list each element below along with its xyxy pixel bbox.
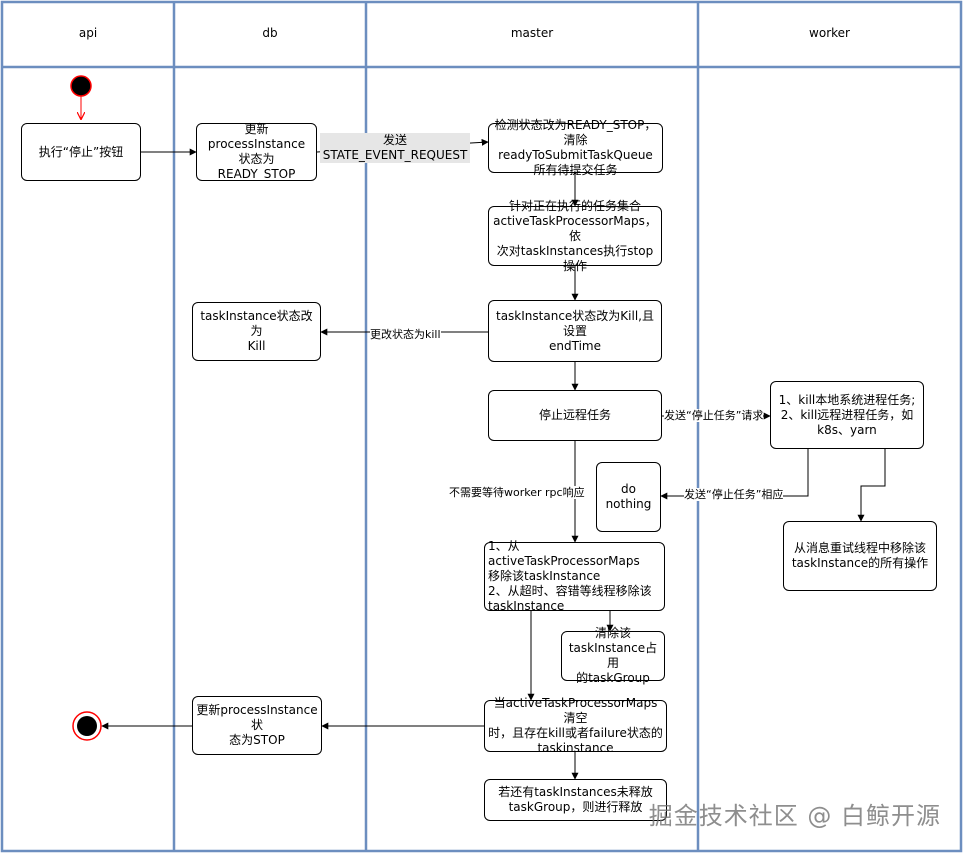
edge-label-change-kill: 更改状态为kill xyxy=(370,328,441,341)
edge-worker-to-retry xyxy=(857,449,886,522)
lane-title-api: api xyxy=(78,26,98,40)
watermark: 掘金技术社区 @ 白鲸开源 xyxy=(648,802,941,830)
lane-title-master: master xyxy=(510,26,554,40)
node-remove-retry-text: 从消息重试线程中移除该 taskInstance的所有操作 xyxy=(791,541,929,570)
node-click-stop: 执行“停止”按钮 xyxy=(21,123,141,181)
node-for-active-tasks: 针对正在执行的任务集合 activeTaskProcessorMaps，依 次对… xyxy=(488,199,662,273)
node-for-active-tasks-text: 针对正在执行的任务集合 activeTaskProcessorMaps，依 次对… xyxy=(493,198,657,273)
node-stop-remote: 停止远程任务 xyxy=(488,390,662,441)
node-detect-ready-stop-text: 检测状态改为READY_STOP， 清除readyToSubmitTaskQue… xyxy=(494,118,657,177)
node-click-stop-text: 执行“停止”按钮 xyxy=(38,144,124,159)
node-update-process-ready-stop-text: 更新processInstance 状态为READY_STOP xyxy=(207,122,306,181)
node-update-process-ready-stop: 更新processInstance 状态为READY_STOP xyxy=(196,122,317,181)
node-clear-taskgroup: 清除该 taskInstance占用 的taskGroup xyxy=(561,626,665,685)
node-db-task-kill-text: taskInstance状态改为 Kill xyxy=(200,309,313,353)
node-remove-retry: 从消息重试线程中移除该 taskInstance的所有操作 xyxy=(783,521,937,591)
node-clear-taskgroup-text: 清除该 taskInstance占用 的taskGroup xyxy=(568,626,658,685)
node-maps-empty-text: 当activeTaskProcessorMaps清空 时，且存在kill或者fa… xyxy=(488,696,663,755)
node-update-process-stop: 更新processInstance状 态为STOP xyxy=(192,696,322,755)
node-stop-remote-text: 停止远程任务 xyxy=(538,408,611,422)
lane-title-worker: worker xyxy=(809,26,850,40)
node-remove-maps-text: 1、从activeTaskProcessorMaps 移除该taskInstan… xyxy=(488,539,652,613)
edge-label-no-wait: 不需要等待worker rpc响应 xyxy=(449,486,585,499)
node-db-task-kill: taskInstance状态改为 Kill xyxy=(192,302,321,361)
node-release-taskgroup-text: 若还有taskInstances未释放 taskGroup，则进行释放 xyxy=(498,785,653,814)
end-node-core xyxy=(77,716,97,736)
node-task-kill-endtime-text: taskInstance状态改为Kill,且设置 endTime xyxy=(496,308,654,353)
node-do-nothing-text: do nothing xyxy=(605,482,652,511)
node-maps-empty: 当activeTaskProcessorMaps清空 时，且存在kill或者fa… xyxy=(484,696,667,755)
edge-label-send-event: 发送 STATE_EVENT_REQUEST xyxy=(320,133,470,163)
lane-title-db: db xyxy=(262,26,278,40)
node-detect-ready-stop: 检测状态改为READY_STOP， 清除readyToSubmitTaskQue… xyxy=(488,118,663,177)
node-release-taskgroup: 若还有taskInstances未释放 taskGroup，则进行释放 xyxy=(484,779,667,821)
node-task-kill-endtime: taskInstance状态改为Kill,且设置 endTime xyxy=(488,300,662,362)
node-remove-maps: 1、从activeTaskProcessorMaps 移除该taskInstan… xyxy=(484,539,665,613)
node-update-process-stop-text: 更新processInstance状 态为STOP xyxy=(196,703,318,747)
node-worker-kill-text: 1、kill本地系统进程任务; 2、kill远程进程任务，如 k8s、yarn xyxy=(778,392,916,437)
edge-label-send-stop-response: 发送“停止任务”相应 xyxy=(684,488,784,501)
start-node xyxy=(70,75,92,97)
node-do-nothing: do nothing xyxy=(596,462,661,532)
node-worker-kill: 1、kill本地系统进程任务; 2、kill远程进程任务，如 k8s、yarn xyxy=(770,381,924,449)
edge-label-send-stop-request: 发送“停止任务”请求 xyxy=(664,409,764,422)
